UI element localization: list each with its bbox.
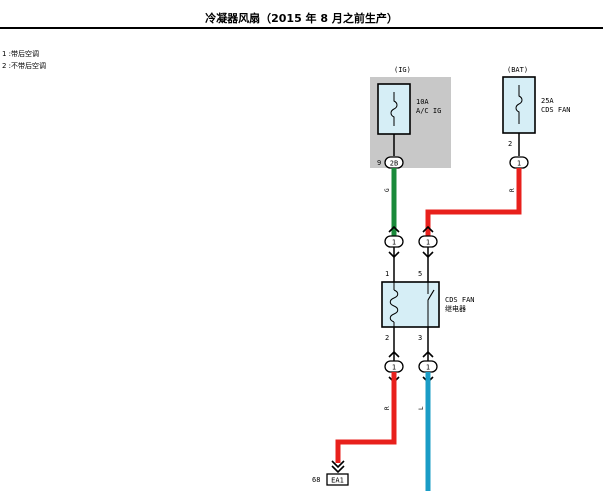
bat-wire-code: R xyxy=(509,188,516,192)
ground-pin: 68 xyxy=(312,476,320,484)
legend-note-2: 2 :不带后空调 xyxy=(2,62,47,70)
coil-bottom-connector-label: 1 xyxy=(392,364,396,372)
bat-fuse-icon xyxy=(515,85,523,124)
relay-switch-contact-icon xyxy=(427,289,435,301)
coil-top-connector-label: 1 xyxy=(392,239,396,247)
switch-top-connector-label: 1 xyxy=(426,239,430,247)
bat-fuse-rating: 25A xyxy=(541,97,554,105)
ig-fuse-rating: 10A xyxy=(416,98,429,106)
ig-fuse-pin: 9 xyxy=(377,159,381,167)
relay-name-line2: 继电器 xyxy=(445,304,466,313)
ig-fuse-name: A/C IG xyxy=(416,107,441,115)
relay-pin-switch-in: 5 xyxy=(418,270,422,278)
bat-fuse-name: CDS FAN xyxy=(541,106,571,114)
relay-pin-coil-in: 1 xyxy=(385,270,389,278)
bat-wire-red xyxy=(425,168,522,236)
ground-connector-box xyxy=(326,473,349,486)
ig-fuse-connector-label: 2B xyxy=(390,160,398,168)
ig-fuse-icon xyxy=(390,92,398,126)
coil-bottom-arrow-up xyxy=(388,350,400,358)
ground-arrow-2 xyxy=(331,465,345,474)
ground-arrow-1 xyxy=(331,460,345,469)
coil-out-wire-red xyxy=(335,372,397,463)
coil-out-wire-code: R xyxy=(384,406,391,410)
page-title: 冷凝器风扇（2015 年 8 月之前生产） xyxy=(205,12,398,25)
ig-wire-code: G xyxy=(384,188,391,192)
switch-top-arrow-up xyxy=(422,225,434,233)
title-divider xyxy=(0,27,603,29)
legend-note-1: 1 :带后空调 xyxy=(2,50,40,58)
bat-fuse-pin: 2 xyxy=(508,140,512,148)
switch-out-wire-code: L xyxy=(418,406,425,410)
bat-supply-label: (BAT) xyxy=(507,66,528,74)
ig-supply-label: (IG) xyxy=(394,66,411,74)
coil-top-arrow-up xyxy=(388,225,400,233)
switch-bottom-connector-label: 1 xyxy=(426,364,430,372)
bat-fuse-connector-label: 1 xyxy=(517,160,521,168)
switch-bottom-arrow-up xyxy=(422,350,434,358)
relay-name-line1: CDS FAN xyxy=(445,296,475,304)
relay-pin-coil-out: 2 xyxy=(385,334,389,342)
relay-coil-icon xyxy=(389,289,399,323)
relay-pin-switch-out: 3 xyxy=(418,334,422,342)
ground-connector-label: EA1 xyxy=(331,477,344,485)
